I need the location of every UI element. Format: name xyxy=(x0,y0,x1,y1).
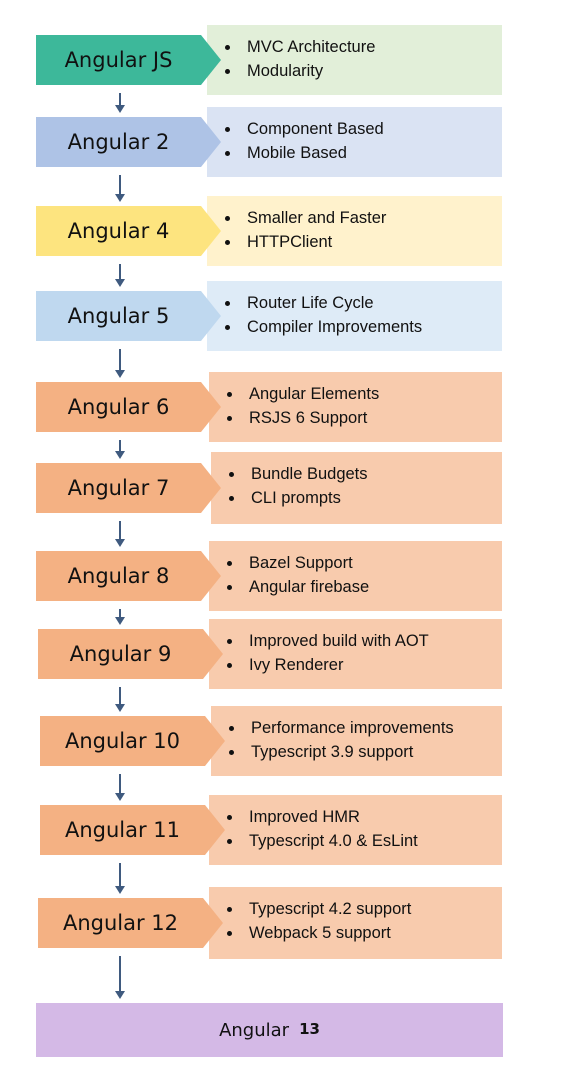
feature-item: Typescript 4.0 & EsLint xyxy=(227,829,502,853)
connector-arrowhead xyxy=(115,617,125,625)
final-version-label: Angular xyxy=(219,1019,290,1041)
angular-12-label: Angular 12 xyxy=(62,911,179,935)
connector-arrowhead xyxy=(115,793,125,801)
angular-7-label: Angular 7 xyxy=(67,476,170,500)
angular-5-arrow xyxy=(36,291,221,341)
angular-6-arrow xyxy=(36,382,221,432)
feature-item: Typescript 3.9 support xyxy=(229,740,502,764)
angular-6-label: Angular 6 xyxy=(67,395,170,419)
angular-4-label: Angular 4 xyxy=(67,219,170,243)
feature-item: Performance improvements xyxy=(229,716,502,740)
feature-item: Component Based xyxy=(225,117,502,141)
angular-8-label: Angular 8 xyxy=(67,564,170,588)
connector-line xyxy=(119,264,121,279)
feature-item: Modularity xyxy=(225,59,502,83)
connector-arrowhead xyxy=(115,194,125,202)
angular-8-arrow xyxy=(36,551,221,601)
feature-item: HTTPClient xyxy=(225,230,502,254)
connector-line xyxy=(119,175,121,194)
angular-5-label: Angular 5 xyxy=(67,304,170,328)
final-version-box: Angular 13 xyxy=(36,1003,503,1057)
connector-arrowhead xyxy=(115,105,125,113)
connector-arrowhead xyxy=(115,370,125,378)
angular-10-arrow xyxy=(40,716,225,766)
connector-line xyxy=(119,956,121,991)
feature-item: RSJS 6 Support xyxy=(227,406,502,430)
connector-arrowhead xyxy=(115,279,125,287)
connector-line xyxy=(119,349,121,370)
feature-item: Angular firebase xyxy=(227,575,502,599)
feature-item: Typescript 4.2 support xyxy=(227,897,502,921)
feature-item: CLI prompts xyxy=(229,486,502,510)
connector-line xyxy=(119,687,121,704)
feature-item: Improved build with AOT xyxy=(227,629,502,653)
connector-line xyxy=(119,440,121,451)
connector-arrowhead xyxy=(115,991,125,999)
final-version-number: 13 xyxy=(299,1020,320,1038)
feature-item: Mobile Based xyxy=(225,141,502,165)
feature-item: Ivy Renderer xyxy=(227,653,502,677)
connector-arrowhead xyxy=(115,886,125,894)
connector-line xyxy=(119,521,121,539)
feature-item: Smaller and Faster xyxy=(225,206,502,230)
feature-item: Compiler Improvements xyxy=(225,315,502,339)
angular-11-label: Angular 11 xyxy=(64,818,181,842)
feature-item: Angular Elements xyxy=(227,382,502,406)
connector-line xyxy=(119,863,121,886)
feature-item: Router Life Cycle xyxy=(225,291,502,315)
angular-js-arrow xyxy=(36,35,221,85)
feature-item: Bundle Budgets xyxy=(229,462,502,486)
angular-js-label: Angular JS xyxy=(64,48,173,72)
angular-11-arrow xyxy=(40,805,225,855)
connector-line xyxy=(119,774,121,793)
feature-item: Webpack 5 support xyxy=(227,921,502,945)
feature-item: MVC Architecture xyxy=(225,35,502,59)
angular-2-label: Angular 2 xyxy=(67,130,170,154)
angular-4-arrow xyxy=(36,206,221,256)
connector-arrowhead xyxy=(115,539,125,547)
angular-10-label: Angular 10 xyxy=(64,729,181,753)
connector-line xyxy=(119,93,121,105)
connector-line xyxy=(119,609,121,617)
connector-arrowhead xyxy=(115,451,125,459)
angular-2-arrow xyxy=(36,117,221,167)
angular-7-arrow xyxy=(36,463,221,513)
feature-item: Bazel Support xyxy=(227,551,502,575)
angular-9-arrow xyxy=(38,629,223,679)
angular-12-arrow xyxy=(38,898,223,948)
connector-arrowhead xyxy=(115,704,125,712)
angular-9-label: Angular 9 xyxy=(69,642,172,666)
feature-item: Improved HMR xyxy=(227,805,502,829)
